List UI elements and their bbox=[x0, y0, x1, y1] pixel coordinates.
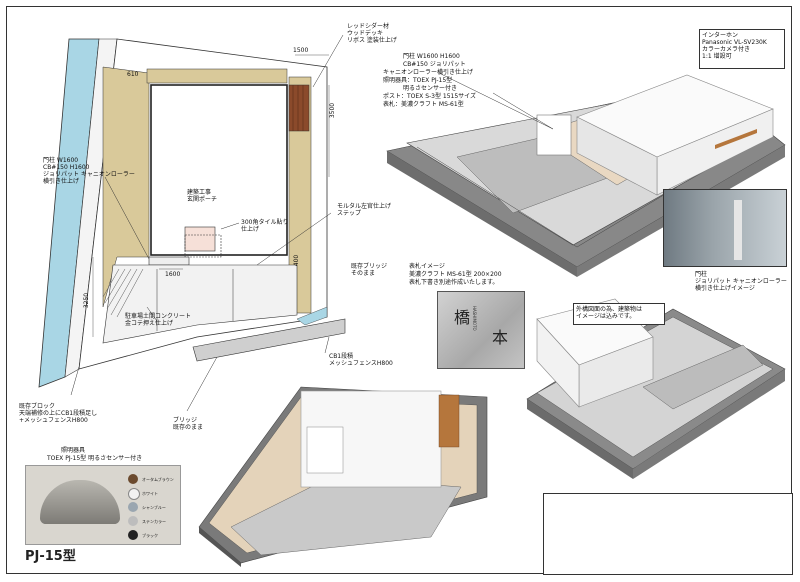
planting-area-left bbox=[102, 66, 150, 308]
bridge bbox=[192, 318, 346, 362]
wood-deck bbox=[288, 84, 310, 132]
gate-post-label: 門柱 W1600 CB#150 H1600 ジョリパット キャニオンローラー 横… bbox=[43, 157, 135, 185]
gate-photo-pole bbox=[734, 200, 742, 260]
nameplate-note: 表札下書き別途作成いたします。 bbox=[409, 279, 499, 286]
color-label-5: ブラック bbox=[142, 533, 158, 538]
color-label-4: ステンカラー bbox=[142, 519, 166, 524]
porch-label: 建築工事 玄関ポーチ bbox=[187, 189, 218, 203]
render-sensor: 明るさセンサー付き bbox=[403, 85, 458, 92]
render-bottom bbox=[198, 386, 488, 567]
gate-photo bbox=[663, 189, 787, 267]
existing-block-label: 既存ブロック 天端補修の上にCB1段積足し +メッシュフェンスH800 bbox=[19, 403, 98, 424]
lighting-image: オータムブラウン ホワイト シャンブルー ステンカラー ブラック bbox=[25, 465, 181, 545]
site-plan bbox=[38, 34, 346, 412]
color-swatch-2 bbox=[128, 488, 140, 500]
redwood-fence-label: レッドシダー材 ウッドデッキ リボス 塗装仕上げ bbox=[347, 23, 397, 44]
dim-1600: 1600 bbox=[165, 271, 181, 278]
color-label-1: オータムブラウン bbox=[142, 477, 174, 482]
lighting-model-label: PJ-15型 bbox=[25, 549, 76, 564]
nameplate-kanji-2: 本 bbox=[492, 328, 509, 347]
parking-area bbox=[102, 264, 298, 344]
dim-left-top: 610 bbox=[127, 71, 139, 78]
intercom-box: インターホン Panasonic VL-SV230K カラーカメラ付き 1:1 … bbox=[699, 29, 785, 69]
intercom-note: 1:1 增設可 bbox=[702, 53, 732, 60]
building-footprint bbox=[150, 84, 288, 256]
nameplate-roman: HASHIMOTO bbox=[472, 306, 477, 331]
gate-caption: 門柱 ジョリパット キャニオンローラー 横引き仕上げイメージ bbox=[695, 271, 787, 292]
render-top-right bbox=[386, 72, 786, 277]
porch bbox=[184, 226, 216, 252]
nameplate-title: 表札イメージ bbox=[409, 263, 445, 270]
tile-area bbox=[184, 234, 222, 258]
color-label-3: シャンブルー bbox=[142, 505, 166, 510]
color-swatch-1 bbox=[128, 474, 138, 484]
render-cb: CB#150 ジョリパット bbox=[403, 61, 466, 68]
concrete-label: 駐車場土間コンクリート 金コテ押え仕上げ bbox=[125, 313, 192, 327]
bridge-bottom-label: ブリッジ 既存のまま bbox=[173, 417, 204, 431]
intercom-title: インターホン bbox=[702, 32, 739, 39]
mortar-step-label: モルタル左官仕上げ ステップ bbox=[337, 203, 392, 217]
color-swatch-3 bbox=[128, 502, 138, 512]
tile-label: 300角タイル貼り 仕上げ bbox=[241, 219, 289, 233]
blue-strip-right bbox=[296, 306, 328, 326]
render-right bbox=[526, 298, 786, 479]
lighting-subtitle: TOEX PJ-15型 明るさセンサー付き bbox=[47, 455, 143, 462]
render-note-box: 外構図面の為、建築物は イメージは込みです。 bbox=[573, 303, 665, 325]
planting-area-right bbox=[288, 76, 312, 314]
color-swatch-4 bbox=[128, 516, 138, 526]
planting-area-top bbox=[146, 68, 288, 84]
dim-right: 3500 bbox=[329, 102, 337, 119]
color-label-2: ホワイト bbox=[142, 491, 158, 496]
intercom-model: Panasonic VL-SV230K bbox=[702, 39, 767, 46]
drawing-sheet: レッドシダー材 ウッドデッキ リボス 塗装仕上げ 1500 610 3500 3… bbox=[6, 6, 793, 575]
gate-post bbox=[148, 256, 190, 266]
color-swatch-5 bbox=[128, 530, 138, 540]
existing-bridge-label: 既存ブリッジ そのまま bbox=[351, 263, 388, 277]
nameplate-kanji-1: 橋 bbox=[454, 308, 471, 327]
intercom-feature: カラーカメラ付き bbox=[702, 46, 751, 53]
render-note: 外構図面の為、建築物は イメージは込みです。 bbox=[576, 306, 643, 320]
render-post: ポスト：TOEX S-3型 1515サイズ bbox=[383, 93, 476, 100]
render-nameplate: 表札：美濃クラフト MS-61型 bbox=[383, 101, 464, 108]
dim-top: 1500 bbox=[293, 47, 309, 54]
dim-small: 400 bbox=[293, 254, 301, 267]
dim-left-bottom: 3250 bbox=[83, 292, 91, 309]
render-light: 照明器具：TOEX PJ-15型 bbox=[383, 77, 453, 84]
title-block bbox=[543, 493, 793, 575]
lamp-icon bbox=[40, 480, 120, 524]
render-canyon: キャニオンローラー横引き仕上げ bbox=[383, 69, 474, 76]
lighting-title: 照明器具 bbox=[61, 447, 86, 454]
nameplate-model: 美濃クラフト MS-61型 200×200 bbox=[409, 271, 502, 278]
render-gate-post: 門柱 W1600 H1600 bbox=[403, 53, 460, 60]
cb-fence-label: CB1段積 メッシュフェンスH800 bbox=[329, 353, 393, 367]
nameplate-image: 橋 本 HASHIMOTO bbox=[437, 291, 525, 369]
